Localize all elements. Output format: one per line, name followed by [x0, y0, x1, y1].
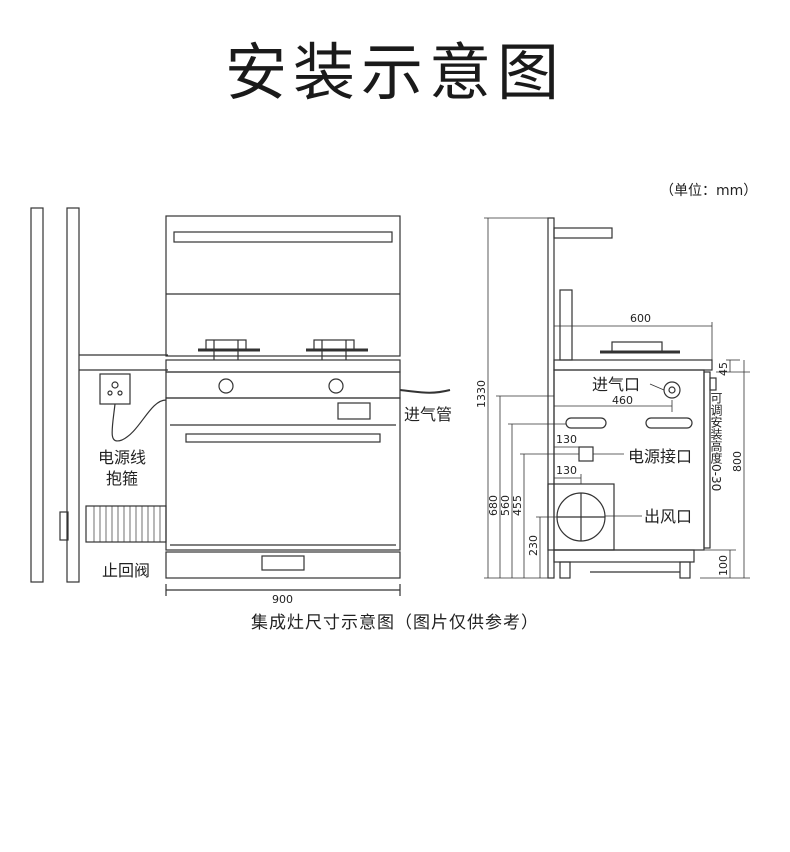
display-panel	[337, 402, 371, 420]
dim-100: 100	[717, 555, 730, 576]
dim-1330: 1330	[475, 380, 488, 408]
gas-inlet-pipe-label: 进气管	[404, 405, 452, 424]
power-cord-label: 电源线	[98, 448, 146, 467]
vent-left	[565, 417, 607, 429]
figure-caption: 集成灶尺寸示意图（图片仅供参考）	[251, 613, 539, 633]
dim-455: 455	[511, 495, 524, 516]
power-connector-label: 电源接口	[628, 447, 692, 466]
dim-45: 45	[717, 362, 730, 376]
dim-230: 230	[527, 535, 540, 556]
page-title: 安装示意图	[224, 36, 565, 109]
air-outlet-label: 出风口	[644, 507, 692, 526]
backsplash	[165, 215, 401, 357]
knob-left	[218, 378, 234, 394]
dim-130b: 130	[556, 464, 577, 477]
dim-560: 560	[499, 495, 512, 516]
dim-680: 680	[487, 495, 500, 516]
burner-left	[198, 339, 260, 360]
gas-inlet-label: 进气口	[592, 375, 640, 394]
wall-right	[66, 207, 80, 583]
gas-inlet-circle	[663, 381, 681, 399]
knob-right	[328, 378, 344, 394]
clamp-label: 抱箍	[106, 469, 138, 488]
wall-left	[30, 207, 44, 583]
plinth	[165, 551, 401, 579]
oven-body	[165, 397, 401, 551]
burner-right	[306, 339, 368, 360]
unit-note: （单位：mm）	[660, 183, 758, 199]
side-backboard	[547, 217, 555, 579]
power-connector	[578, 446, 594, 462]
oven-handle	[185, 433, 381, 443]
hood-grille	[173, 231, 393, 243]
side-hood-arm	[553, 227, 613, 239]
dim-600: 600	[630, 312, 651, 325]
side-cooktop	[553, 359, 713, 371]
power-socket	[99, 373, 131, 405]
gas-pipe	[399, 389, 451, 394]
vent-right	[645, 417, 693, 429]
dim-130a: 130	[556, 433, 577, 446]
dim-460: 460	[612, 394, 633, 407]
check-valve	[59, 511, 69, 541]
exhaust-duct	[85, 505, 167, 543]
front-width-dim: 900	[272, 593, 293, 606]
adjustable-height-label: 可调安装高度0-30	[709, 392, 723, 491]
side-splash	[559, 289, 573, 361]
dim-800: 800	[731, 451, 744, 472]
power-cord	[111, 399, 167, 442]
control-panel	[165, 371, 401, 399]
check-valve-label: 止回阀	[102, 561, 150, 580]
